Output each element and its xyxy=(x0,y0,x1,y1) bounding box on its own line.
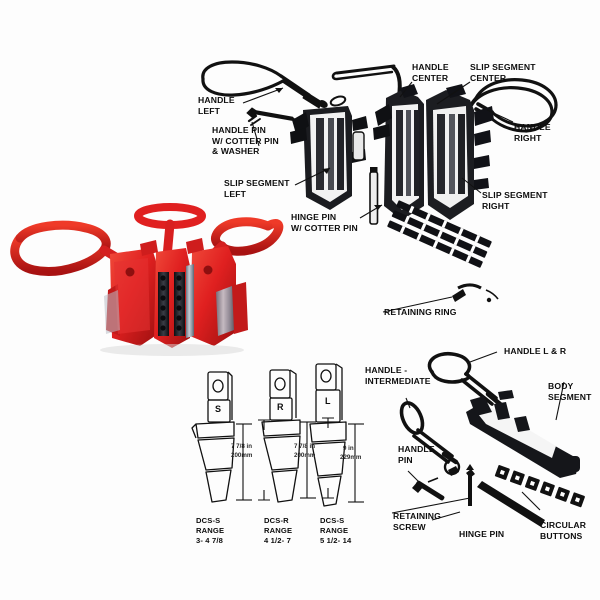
red-slip-tool-photo xyxy=(10,203,284,356)
caption-range-word-r: RANGE xyxy=(264,526,293,535)
label-handle-right: HANDLE RIGHT xyxy=(514,122,551,143)
caption-range-value-r: 4 1/2- 7 xyxy=(264,536,291,545)
label-retaining-screw: RETAINING SCREW xyxy=(393,511,441,532)
handle-pin-artwork xyxy=(412,466,459,501)
slip-segment-center-artwork xyxy=(373,84,424,220)
label-slip-segment-right: SLIP SEGMENT RIGHT xyxy=(482,190,548,211)
handle-intermediate-artwork xyxy=(399,401,459,465)
caption-range-value-s: 3- 4 7/8 xyxy=(196,536,223,545)
slip-segment-left-artwork xyxy=(290,106,368,210)
segment-tag-s: S xyxy=(215,404,222,414)
label-circular-buttons: CIRCULAR BUTTONS xyxy=(540,520,587,541)
label-hinge-pin: HINGE PIN xyxy=(459,529,505,539)
label-handle-left: HANDLE LEFT xyxy=(198,95,235,116)
handle-l-r-artwork xyxy=(427,351,503,407)
label-handle-l-r: HANDLE L & R xyxy=(504,346,567,356)
segment-figure-s-artwork xyxy=(191,371,270,503)
label-retaining-ring: RETAINING RING xyxy=(384,307,457,317)
handle-left-artwork xyxy=(201,60,328,109)
dimension-in-l: 9 in xyxy=(343,445,354,452)
caption-range-value-l: 5 1/2- 14 xyxy=(320,536,352,545)
dimension-mm-r: 200mm xyxy=(294,452,316,459)
circular-buttons-artwork xyxy=(494,465,585,508)
retaining-screw-artwork xyxy=(466,464,475,506)
caption-model-l: DCS-S xyxy=(320,516,345,525)
caption-range-word-l: RANGE xyxy=(320,526,349,535)
label-handle-center: HANDLE CENTER xyxy=(412,62,449,83)
caption-model-r: DCS-R xyxy=(264,516,289,525)
slip-segment-right-artwork xyxy=(426,84,494,220)
caption-range-word-s: RANGE xyxy=(196,526,225,535)
body-segment-artwork xyxy=(466,390,580,478)
label-body-segment: BODY SEGMENT xyxy=(548,381,592,402)
dimension-in-r: 7 7/8 in xyxy=(294,443,315,450)
label-hinge-pin-cotter: HINGE PIN W/ COTTER PIN xyxy=(291,212,358,233)
label-handle-pin-cotter-washer: HANDLE PIN W/ COTTER PIN & WASHER xyxy=(212,125,279,156)
retaining-ring-artwork xyxy=(387,200,499,303)
washer-ring-artwork xyxy=(443,458,461,476)
hinge-pin-artwork xyxy=(477,481,545,527)
handle-pin-cotter-washer-artwork xyxy=(246,95,347,126)
segment-figure-l-artwork xyxy=(309,363,364,507)
label-handle-intermediate: HANDLE - INTERMEDIATE xyxy=(365,365,431,386)
label-handle-pin: HANDLE PIN xyxy=(398,444,435,465)
caption-model-s: DCS-S xyxy=(196,516,221,525)
dimension-mm-l: 229mm xyxy=(340,454,362,461)
label-slip-segment-center: SLIP SEGMENT CENTER xyxy=(470,62,536,83)
segment-tag-l: L xyxy=(325,396,331,406)
dimension-in-s: 7 7/8 in xyxy=(231,443,252,450)
leader-lines xyxy=(242,81,565,521)
dimension-mm-s: 200mm xyxy=(231,452,253,459)
label-slip-segment-left: SLIP SEGMENT LEFT xyxy=(224,178,290,199)
segment-tag-r: R xyxy=(277,402,284,412)
